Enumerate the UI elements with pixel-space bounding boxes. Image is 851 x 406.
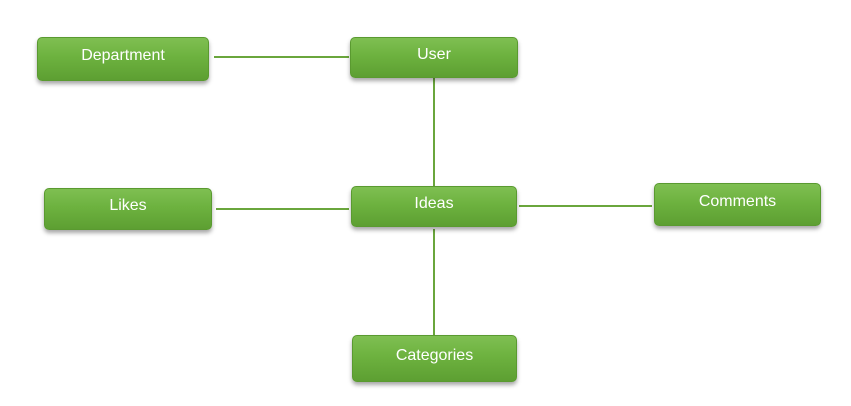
connector-department-user [214, 56, 349, 58]
connector-ideas-categories [433, 229, 435, 335]
node-ideas: Ideas [351, 186, 517, 227]
connector-ideas-comments [519, 205, 652, 207]
node-categories: Categories [352, 335, 517, 382]
node-user: User [350, 37, 518, 78]
node-likes: Likes [44, 188, 212, 230]
node-comments: Comments [654, 183, 821, 226]
connector-user-ideas [433, 78, 435, 186]
connector-likes-ideas [216, 208, 349, 210]
node-department: Department [37, 37, 209, 81]
